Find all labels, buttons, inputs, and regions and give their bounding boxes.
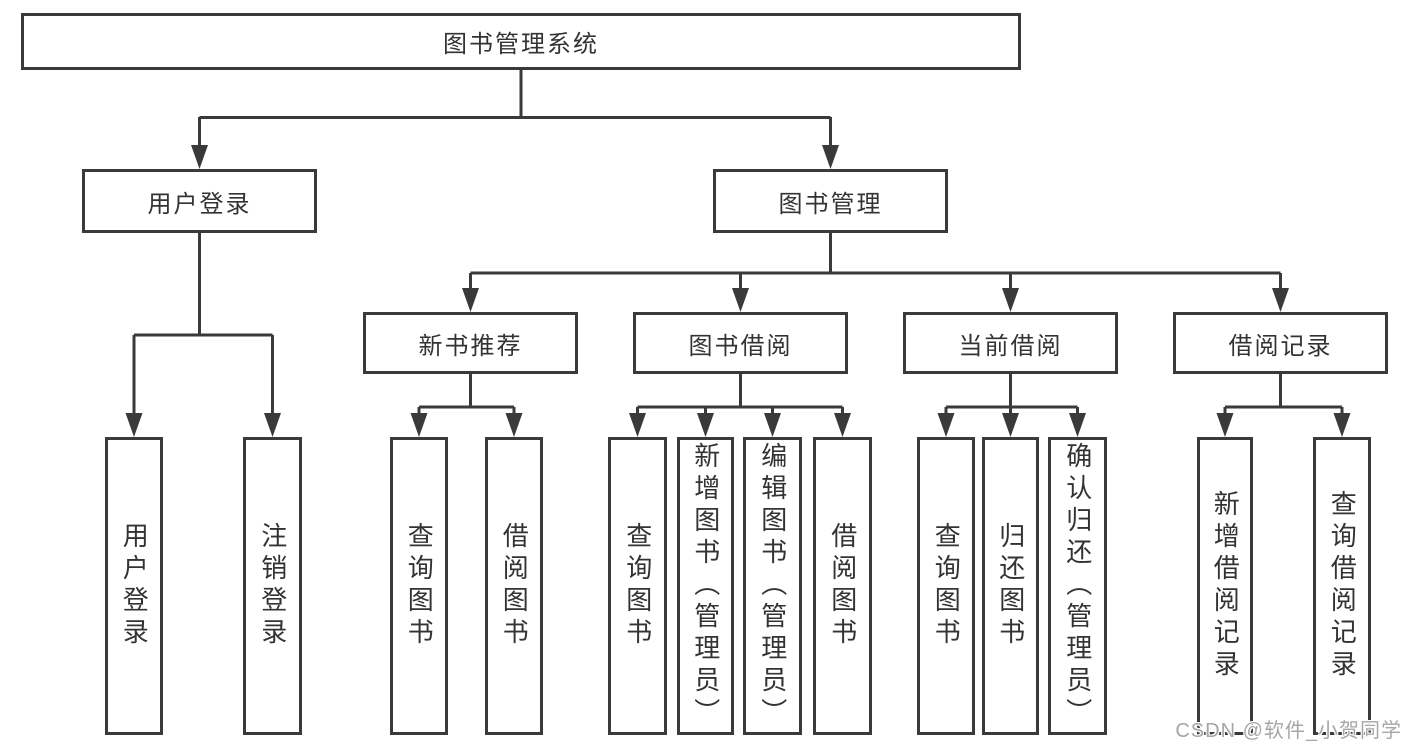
node-current-borrowing: 当前借阅 xyxy=(903,312,1118,374)
node-label: 确认归还（管理员） xyxy=(1062,442,1093,730)
node-user-login-leaf: 用户登录 xyxy=(105,437,163,735)
node-label: 查询图书 xyxy=(931,522,962,650)
node-br-add-borrow-record: 新增借阅记录 xyxy=(1197,437,1253,735)
node-label: 查询借阅记录 xyxy=(1327,490,1358,682)
node-logout-leaf: 注销登录 xyxy=(243,437,302,735)
node-label: 归还图书 xyxy=(995,522,1026,650)
node-cb-return-books: 归还图书 xyxy=(982,437,1039,735)
node-library-management-system: 图书管理系统 xyxy=(21,13,1021,70)
node-label: 新增图书（管理员） xyxy=(690,442,721,730)
node-cb-confirm-return-admin: 确认归还（管理员） xyxy=(1048,437,1107,735)
node-label: 注销登录 xyxy=(257,522,288,650)
node-label: 用户登录 xyxy=(119,522,150,650)
csdn-watermark: CSDN @软件_小贺同学 xyxy=(1175,720,1402,742)
node-label: 借阅图书 xyxy=(499,522,530,650)
node-label: 借阅图书 xyxy=(827,522,858,650)
node-rec-query-books: 查询图书 xyxy=(390,437,448,735)
node-book-borrowing: 图书借阅 xyxy=(633,312,848,374)
node-br-query-borrow-record: 查询借阅记录 xyxy=(1313,437,1371,735)
node-label: 新增借阅记录 xyxy=(1210,490,1241,682)
node-bb-query-books: 查询图书 xyxy=(608,437,667,735)
node-label: 编辑图书（管理员） xyxy=(757,442,788,730)
arrowhead-icons xyxy=(125,145,1351,437)
node-bb-borrow-books: 借阅图书 xyxy=(813,437,872,735)
node-bb-edit-books-admin: 编辑图书（管理员） xyxy=(743,437,802,735)
node-borrowing-records: 借阅记录 xyxy=(1173,312,1388,374)
node-bb-add-books-admin: 新增图书（管理员） xyxy=(677,437,734,735)
node-rec-borrow-books: 借阅图书 xyxy=(485,437,543,735)
node-label: 查询图书 xyxy=(404,522,435,650)
node-cb-query-books: 查询图书 xyxy=(917,437,975,735)
node-user-login: 用户登录 xyxy=(82,169,317,233)
node-label: 查询图书 xyxy=(622,522,653,650)
node-book-management: 图书管理 xyxy=(713,169,948,233)
connector-lines xyxy=(132,70,1344,418)
node-new-book-recommendation: 新书推荐 xyxy=(363,312,578,374)
